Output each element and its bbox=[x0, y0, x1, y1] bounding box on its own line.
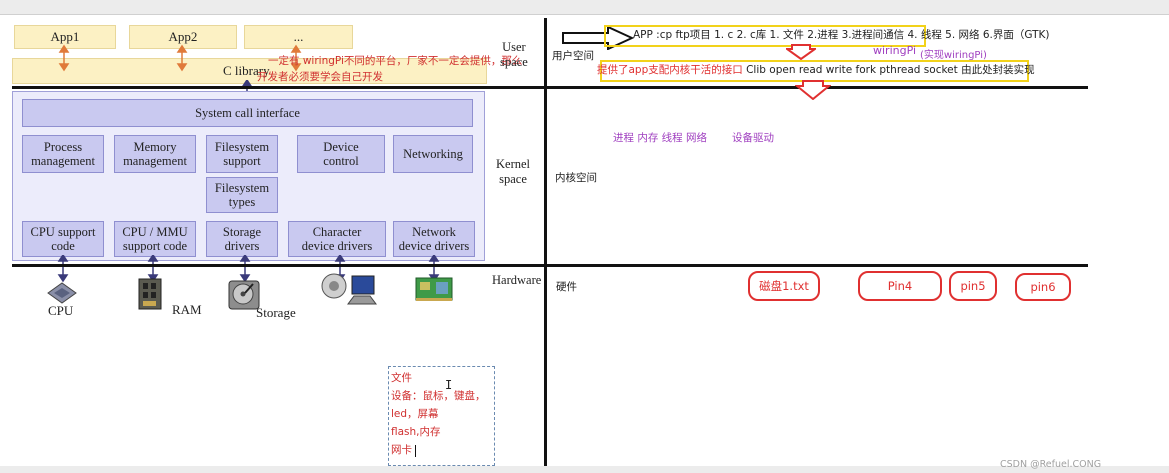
device-driver-text: 设备驱动 bbox=[732, 132, 774, 144]
textbox-line-flash: flash,内存 bbox=[391, 426, 441, 438]
wiringpi-overlay-note-1: 一定有 wiringPi不同的平台，厂家不一定会提供，那么 bbox=[268, 55, 523, 67]
storage-label: Storage bbox=[256, 305, 296, 320]
pin4-pill: Pin4 bbox=[858, 271, 942, 301]
kernel-hardware-divider-line bbox=[12, 264, 1088, 267]
syscall-interface-box: System call interface bbox=[22, 99, 473, 127]
pointer-arrow-icon bbox=[562, 26, 634, 50]
textbox-line-devices: 设备：鼠标，键盘， bbox=[391, 390, 486, 402]
left-right-divider-line bbox=[544, 18, 547, 466]
cpu-chip-icon bbox=[47, 282, 77, 304]
c-library-label: C library bbox=[223, 63, 270, 78]
text-cursor bbox=[415, 445, 416, 457]
network-drivers-line2: device drivers bbox=[398, 239, 470, 253]
fs-types-line1: Filesystem bbox=[214, 181, 270, 195]
device-control-line2: control bbox=[323, 154, 359, 168]
filesystem-types-box: Filesystem types bbox=[206, 177, 278, 213]
network-drivers-line1: Network bbox=[412, 225, 456, 239]
kernel-space-line2: space bbox=[499, 172, 527, 186]
cpu-support-line2: code bbox=[51, 239, 75, 253]
memory-line1: Memory bbox=[133, 140, 177, 154]
kernel-space-line1: Kernel bbox=[496, 157, 531, 171]
hardware-label: Hardware bbox=[492, 273, 542, 287]
user-kernel-divider-line bbox=[12, 86, 1088, 89]
app-box-1: App1 bbox=[14, 25, 116, 49]
cpu-support-box: CPU support code bbox=[22, 221, 104, 257]
hardware-cn-label: 硬件 bbox=[556, 281, 577, 293]
kernel-space-label: Kernel space bbox=[496, 157, 530, 187]
watermark: CSDN @Refuel.CONG bbox=[1000, 459, 1102, 470]
user-space-line2: space bbox=[500, 55, 528, 69]
filesystem-support-box: Filesystem support bbox=[206, 135, 278, 173]
pin6-pill: pin6 bbox=[1015, 273, 1071, 301]
down-arrow-icon-2 bbox=[795, 80, 831, 100]
cpu-mmu-line1: CPU / MMU bbox=[122, 225, 188, 239]
top-strip bbox=[0, 0, 1169, 14]
character-drivers-line1: Character bbox=[312, 225, 362, 239]
textbox-line-nic: 网卡 bbox=[391, 444, 412, 456]
cpu-support-line1: CPU support bbox=[30, 225, 96, 239]
process-management-box: Process management bbox=[22, 135, 104, 173]
networking-label: Networking bbox=[403, 147, 463, 161]
app-line-text: APP :cp ftp项目 1. c 2. c库 1. 文件 2.进程 3.进程… bbox=[633, 29, 1050, 41]
storage-disk-icon bbox=[228, 280, 260, 310]
textbox-line-led: led，屏幕 bbox=[391, 408, 439, 420]
clib-line-black-text: Clib open read write fork pthread socket… bbox=[742, 64, 1035, 76]
fs-support-line2: support bbox=[223, 154, 261, 168]
app-arrows bbox=[58, 44, 302, 72]
storage-drivers-box: Storage drivers bbox=[206, 221, 278, 257]
network-card-icon bbox=[415, 277, 453, 301]
fs-support-line1: Filesystem bbox=[214, 140, 270, 154]
wiringpi-note: (实现wiringPi) bbox=[920, 50, 987, 61]
kernel-space-cn-label: 内核空间 bbox=[555, 172, 597, 184]
memory-line2: management bbox=[123, 154, 187, 168]
app-box-more: ... bbox=[244, 25, 353, 49]
device-control-box: Device control bbox=[297, 135, 385, 173]
kernel-items-text: 进程 内存 线程 网络 bbox=[613, 132, 708, 144]
cpu-mmu-line2: support code bbox=[122, 239, 188, 253]
app-highlight-box bbox=[604, 25, 926, 47]
disk-txt-pill: 磁盘1.txt bbox=[748, 271, 820, 301]
bottom-strip bbox=[0, 466, 1169, 473]
pin5-pill: pin5 bbox=[949, 271, 997, 301]
character-drivers-box: Character device drivers bbox=[288, 221, 386, 257]
top-strip-divider bbox=[0, 14, 1169, 15]
ram-module-icon bbox=[138, 278, 162, 310]
networking-box: Networking bbox=[393, 135, 473, 173]
storage-drivers-line1: Storage bbox=[222, 225, 262, 239]
ibeam-cursor-icon: I bbox=[445, 378, 453, 392]
cpu-label: CPU bbox=[48, 303, 74, 318]
down-arrow-icon-1 bbox=[786, 44, 816, 60]
user-space-label: User space bbox=[500, 40, 528, 70]
user-space-line1: User bbox=[502, 40, 526, 54]
device-list-textbox[interactable]: 文件 设备：鼠标，键盘， led，屏幕 flash,内存 网卡 bbox=[388, 366, 495, 466]
process-line2: management bbox=[31, 154, 95, 168]
wiringpi-label: wiringPi bbox=[873, 44, 917, 57]
memory-management-box: Memory management bbox=[114, 135, 196, 173]
network-drivers-box: Network device drivers bbox=[393, 221, 475, 257]
storage-drivers-line2: drivers bbox=[224, 239, 260, 253]
wiringpi-overlay-note-2: 开发者必须要学会自己开发 bbox=[257, 71, 383, 83]
character-drivers-line2: device drivers bbox=[301, 239, 373, 253]
user-space-cn-label: 用户空间 bbox=[552, 50, 594, 62]
process-line1: Process bbox=[43, 140, 83, 154]
clib-line: 提供了app支配内核干活的接口 Clib open read write for… bbox=[597, 62, 1035, 77]
cpu-mmu-box: CPU / MMU support code bbox=[114, 221, 196, 257]
fs-types-line2: types bbox=[228, 195, 256, 209]
ram-label: RAM bbox=[172, 302, 202, 317]
textbox-line-file: 文件 bbox=[391, 372, 412, 384]
device-control-line1: Device bbox=[323, 140, 359, 154]
clib-line-red-text: 提供了app支配内核干活的接口 bbox=[597, 64, 743, 76]
peripherals-icon bbox=[321, 273, 377, 305]
